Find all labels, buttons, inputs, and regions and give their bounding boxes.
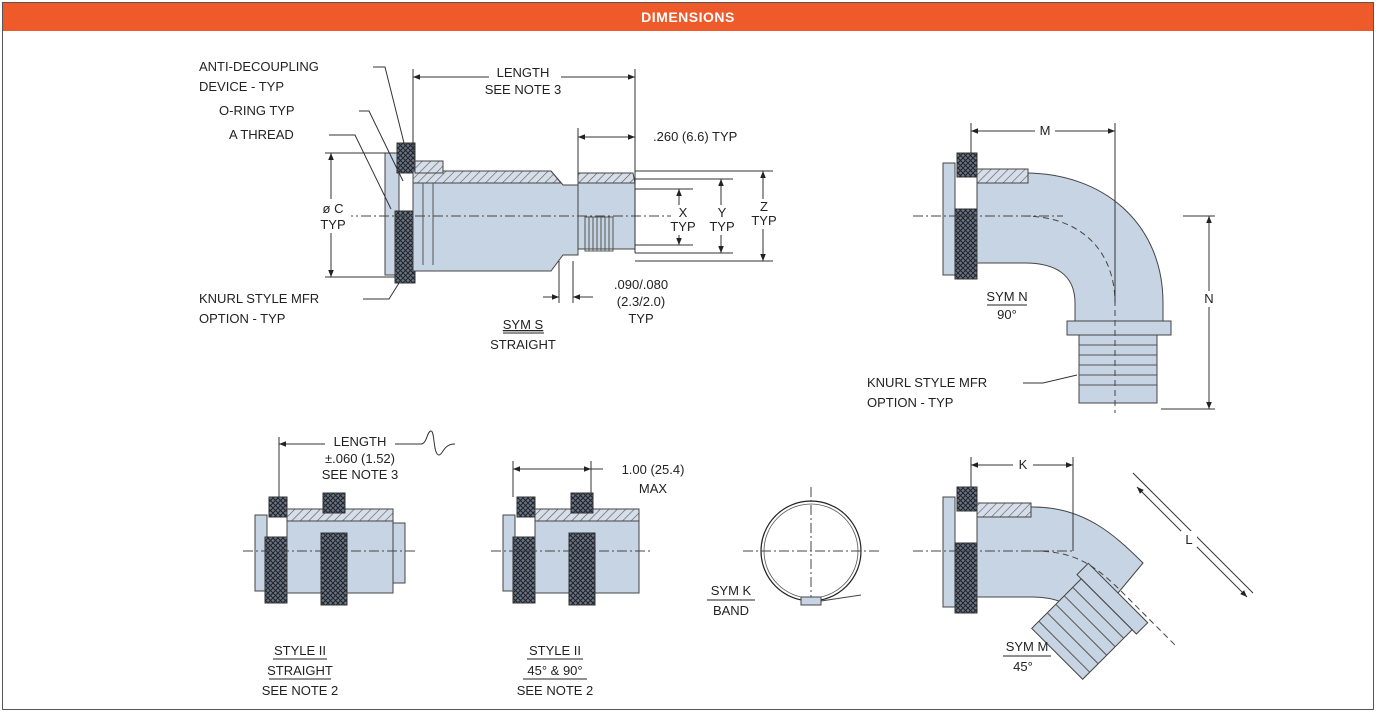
sym-s-z-typ: TYP xyxy=(751,213,776,228)
sym-s-body xyxy=(412,170,579,272)
style2-straight-note: SEE NOTE 3 xyxy=(322,467,399,482)
sym-s-anti-decoupling xyxy=(396,142,416,174)
style2-bent-max-dim: 1.00 (25.4) xyxy=(622,462,685,477)
sym-s-a-thread-label: A THREAD xyxy=(229,127,294,142)
sym-s-label: SYM S xyxy=(503,317,544,332)
sym-s-x-label: X xyxy=(679,205,688,220)
sym-s-nut-section xyxy=(414,160,444,174)
section-header: DIMENSIONS xyxy=(3,3,1373,31)
style2-bent-drawing: 1.00 (25.4) MAX STYLE II 45° & 90° SEE N… xyxy=(491,461,684,698)
style2-straight-label: STYLE II xyxy=(274,643,326,658)
dimension-drawing: LENGTH SEE NOTE 3 .260 (6.6) TYP X TYP Y… xyxy=(199,59,1254,698)
sym-n-knurl-label: KNURL STYLE MFR xyxy=(867,375,987,390)
sym-s-knurl-label: KNURL STYLE MFR xyxy=(199,291,319,306)
sym-n-elbow xyxy=(976,172,1164,324)
sym-n-knurl-label-2: OPTION - TYP xyxy=(867,395,953,410)
sym-n-drawing: M N SYM N 90° KNURL STYLE MFR OPTION - T… xyxy=(867,121,1217,413)
sym-s-tail xyxy=(577,178,636,250)
sym-n-tail xyxy=(1078,334,1158,404)
sym-s-y-label: Y xyxy=(718,205,727,220)
style2-bent-note: SEE NOTE 2 xyxy=(517,683,594,698)
sym-n-label: SYM N xyxy=(986,289,1027,304)
sym-k-drawing: SYM K BAND xyxy=(707,487,881,618)
sym-s-anti-decoupling-label-2: DEVICE - TYP xyxy=(199,79,284,94)
style2-straight-desc: STRAIGHT xyxy=(267,663,333,678)
sym-s-ribs xyxy=(584,216,614,252)
sym-s-gap-dim: .090/.080 xyxy=(614,277,668,292)
sym-k-desc: BAND xyxy=(713,603,749,618)
sym-k-label: SYM K xyxy=(711,583,752,598)
sym-s-drawing: LENGTH SEE NOTE 3 .260 (6.6) TYP X TYP Y… xyxy=(199,59,777,352)
sym-s-length-note: SEE NOTE 3 xyxy=(485,82,562,97)
sym-m-label: SYM M xyxy=(1006,639,1049,654)
sym-s-z-label: Z xyxy=(760,199,768,214)
sym-n-knurl xyxy=(954,208,978,280)
sym-s-y-typ: TYP xyxy=(709,219,734,234)
sym-s-body-section xyxy=(412,170,563,184)
style2-straight-drawing: LENGTH ±.060 (1.52) SEE NOTE 3 STYLE II … xyxy=(243,430,456,698)
style2-straight-length: LENGTH xyxy=(334,434,387,449)
sym-s-desc: STRAIGHT xyxy=(490,337,556,352)
sym-n-n-dim: N xyxy=(1204,291,1213,306)
sym-s-bead-dim: .260 (6.6) TYP xyxy=(653,129,737,144)
sym-m-drawing: K L SYM M 45° xyxy=(913,455,1254,680)
style2-straight-note2: SEE NOTE 2 xyxy=(262,683,339,698)
sym-s-knurl xyxy=(394,210,416,284)
sym-n-m-dim: M xyxy=(1040,123,1051,138)
sym-s-length-label: LENGTH xyxy=(497,65,550,80)
sym-m-desc: 45° xyxy=(1013,659,1033,674)
sym-n-desc: 90° xyxy=(997,307,1017,322)
style2-bent-label: STYLE II xyxy=(529,643,581,658)
sym-s-anti-decoupling-label: ANTI-DECOUPLING xyxy=(199,59,319,74)
sym-s-o-ring-label: O-RING TYP xyxy=(219,103,295,118)
sym-s-knurl-label-2: OPTION - TYP xyxy=(199,311,285,326)
style2-straight-tolerance: ±.060 (1.52) xyxy=(325,451,395,466)
sym-s-dia-c-typ: TYP xyxy=(320,217,345,232)
sym-n-flange xyxy=(942,162,956,276)
sym-m-l-dim: L xyxy=(1185,532,1192,547)
sym-n-nut xyxy=(1066,320,1172,336)
sym-n-anti-decoupling xyxy=(956,152,978,178)
sym-s-gap-metric: (2.3/2.0) xyxy=(617,294,665,309)
sym-s-tail-section xyxy=(577,172,636,184)
sym-m-k-dim: K xyxy=(1019,457,1028,472)
sym-s-x-typ: TYP xyxy=(670,219,695,234)
style2-bent-max: MAX xyxy=(639,481,668,496)
style2-bent-desc: 45° & 90° xyxy=(527,663,582,678)
sym-s-dia-c: ø C xyxy=(323,201,344,216)
sym-s-gap-typ: TYP xyxy=(628,311,653,326)
